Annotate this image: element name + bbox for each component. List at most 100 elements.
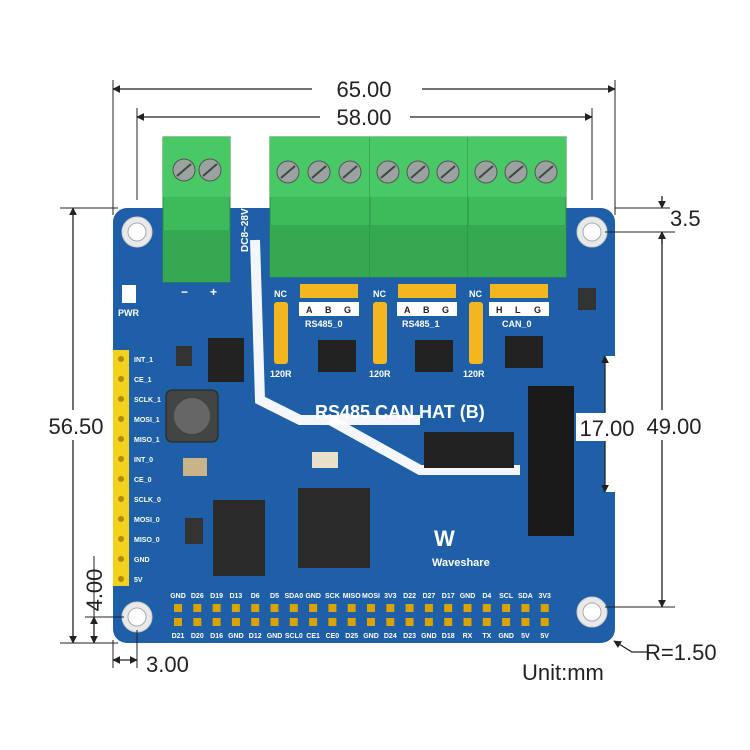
nc-label: NC [373,289,386,299]
side-pin-label: MOSI_1 [134,417,160,424]
jumper-group-rs485-0: NC A B G RS485_0 120R [270,284,359,379]
board-title: RS485 CAN HAT (B) [315,402,485,422]
group-label: RS485_0 [305,319,343,329]
header-bottom-label: SCL0 [285,633,303,640]
dim-label-width-outer: 65.00 [336,77,391,102]
header-bottom-label: GND [267,633,283,640]
side-pin [118,376,124,382]
pwr-label: PWR [118,308,139,318]
header-top-label: D4 [482,593,491,600]
jumper-group-can-0: NC H L G CAN_0 120R [463,284,549,379]
dim-label-height-outer: 56.50 [48,414,103,439]
nc-label: NC [274,289,287,299]
power-terminal [162,136,231,283]
side-pin-label: GND [134,557,150,564]
header-bottom-label: GND [498,633,514,640]
dim-width-holes: 58.00 [136,102,593,200]
header-pin [193,604,202,612]
header-top-label: SCL [499,593,514,600]
header-pin [347,618,356,626]
header-bottom-label: 5V [540,633,549,640]
header-top-label: 3V3 [384,593,397,600]
side-pin [118,536,124,542]
header-pin [405,618,414,626]
mounting-holes [121,216,608,633]
dim-label-hole-offset-top: 3.5 [670,206,701,231]
pin-label: B [325,305,332,315]
header-top-label: 3V3 [538,593,551,600]
header-top-label: GND [305,593,321,600]
header-top-label: D26 [191,593,204,600]
header-top-label: SDA [518,593,533,600]
header-pin [424,618,433,626]
group-label: RS485_1 [402,319,440,329]
header-pin [328,618,337,626]
header-pin [231,618,240,626]
header-bottom-label: D18 [442,633,455,640]
header-pin [424,604,433,612]
side-pin-label: SCLK_0 [134,497,161,504]
unit-label: Unit:mm [522,660,604,685]
minus-label: − [181,285,188,299]
header-top-label: GND [460,593,476,600]
dim-height-holes: 49.00 [605,231,710,608]
header-top-label: GND [170,593,186,600]
termination-label: 120R [369,369,391,379]
header-pin [212,618,221,626]
header-pin [482,604,491,612]
dim-label-connector-height: 17.00 [579,416,634,441]
header-pin [405,604,414,612]
dim-hole-offset-top: 3.5 [615,196,701,244]
header-pin [540,618,549,626]
header-pin [521,604,530,612]
header-pin [367,618,375,626]
side-pin [118,396,124,402]
chips [165,288,596,576]
side-pin [118,496,124,502]
group-label: CAN_0 [502,319,532,329]
side-pin [118,516,124,522]
header-pin [289,604,298,612]
side-pin [118,416,124,422]
header-pin [540,604,549,612]
dim-label-hole-offset-left: 3.00 [146,652,189,677]
header-bottom-label: D16 [210,633,223,640]
plus-label: + [210,285,217,299]
header-bottom-label: GND [421,633,437,640]
side-pin-label: MISO_1 [134,437,160,444]
header-bottom-label: CE1 [306,633,320,640]
header-bottom-label: 5V [521,633,530,640]
side-pin [118,576,124,582]
header-bottom-label: D23 [403,633,416,640]
header-pin [251,618,260,626]
side-pin-label: 5V [134,577,143,584]
waveshare-logo: W [434,526,455,551]
header-bottom-label: RX [463,633,473,640]
side-pin-label: MOSI_0 [134,517,160,524]
header-pin [270,604,279,612]
dim-hole-offset-left: 3.00 [112,630,189,677]
header-top-label: D13 [229,593,242,600]
side-pin-label: INT_1 [134,357,153,364]
side-pin [118,556,124,562]
rs485-0-terminal [269,136,371,278]
pin-label: A [404,305,411,315]
side-pin-label: SCLK_1 [134,397,161,404]
header-pin [212,604,221,612]
header-pin [193,618,202,626]
header-pin [521,618,530,626]
header-pin [482,618,491,626]
header-top-label: D19 [210,593,223,600]
header-bottom-label: D24 [384,633,397,640]
header-pin [444,618,453,626]
header-bottom-label: GND [228,633,244,640]
pin-label: B [423,305,430,315]
header-pin [174,604,182,612]
pin-label: A [306,305,313,315]
header-top-label: D6 [251,593,260,600]
can-0-terminal [467,136,567,278]
dim-corner-radius: R=1.50 [613,640,717,665]
side-pin [118,456,124,462]
side-pin-label: CE_0 [134,477,152,484]
